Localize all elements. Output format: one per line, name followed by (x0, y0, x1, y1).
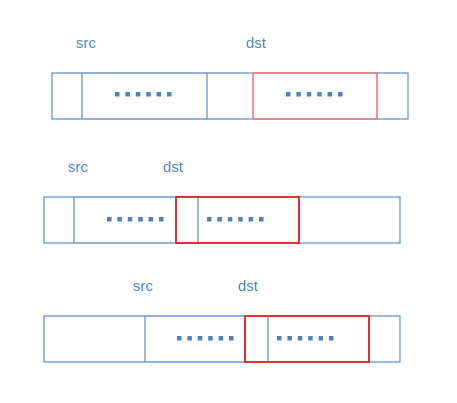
ellipsis-dot (327, 92, 333, 97)
dst-block (252, 72, 378, 120)
src-dots (177, 336, 234, 341)
ellipsis-dot (308, 336, 313, 341)
dst-label: dst (246, 35, 267, 52)
ellipsis-dot (138, 217, 143, 222)
row-overlap-shifted: src dst (43, 278, 401, 363)
src-label: src (133, 278, 153, 295)
dst-label: dst (163, 159, 184, 176)
ellipsis-dot (125, 92, 130, 97)
src-label: src (76, 35, 96, 52)
ellipsis-dot (259, 217, 264, 222)
src-label: src (68, 159, 88, 176)
ellipsis-dot (238, 217, 243, 222)
ellipsis-dot (296, 92, 301, 97)
src-dots (115, 92, 172, 97)
ellipsis-dot (248, 217, 254, 222)
dst-block (175, 196, 300, 244)
ellipsis-dot (297, 336, 303, 341)
ellipsis-dot (229, 336, 234, 341)
ellipsis-dot (187, 336, 192, 341)
ellipsis-dot (156, 92, 162, 97)
ellipsis-dot (159, 217, 164, 222)
row-dst-after-src-overlap: src dst (43, 159, 401, 244)
dst-label: dst (238, 278, 259, 295)
ellipsis-dot (286, 92, 291, 97)
ellipsis-dot (127, 217, 133, 222)
dst-block (244, 315, 370, 363)
ellipsis-dot (277, 336, 282, 341)
ellipsis-dot (317, 92, 322, 97)
ellipsis-dot (318, 336, 324, 341)
ellipsis-dot (306, 92, 312, 97)
src-dots (107, 217, 164, 222)
src-block (73, 196, 199, 244)
ellipsis-dot (338, 92, 343, 97)
ellipsis-dot (177, 336, 182, 341)
ellipsis-dot (115, 92, 120, 97)
ellipsis-dot (287, 336, 292, 341)
ellipsis-dot (329, 336, 334, 341)
row-no-overlap: src dst (51, 35, 409, 120)
ellipsis-dot (117, 217, 122, 222)
buffer-outline (51, 72, 409, 120)
ellipsis-dot (148, 217, 154, 222)
ellipsis-dot (218, 336, 224, 341)
dst-dots (277, 336, 334, 341)
ellipsis-dot (167, 92, 172, 97)
src-block (81, 72, 208, 120)
ellipsis-dot (217, 217, 222, 222)
ellipsis-dot (227, 217, 233, 222)
src-block (144, 315, 269, 363)
dst-dots (286, 92, 343, 97)
ellipsis-dot (207, 217, 212, 222)
buffer-outline (43, 196, 401, 244)
dst-dots (207, 217, 264, 222)
ellipsis-dot (135, 92, 141, 97)
ellipsis-dot (146, 92, 151, 97)
ellipsis-dot (197, 336, 203, 341)
ellipsis-dot (208, 336, 213, 341)
ellipsis-dot (107, 217, 112, 222)
